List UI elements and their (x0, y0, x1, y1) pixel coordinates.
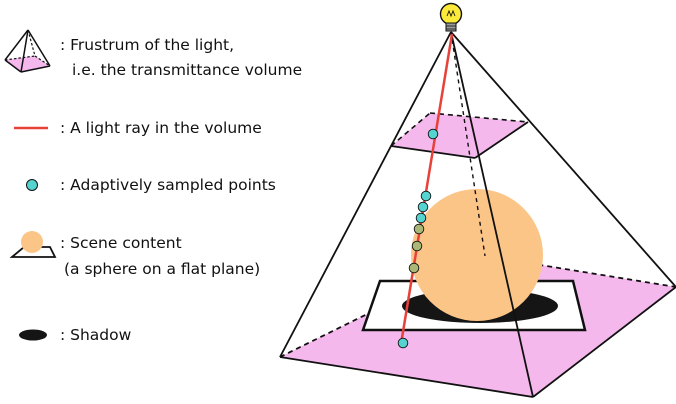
legend-frustum-line2: i.e. the transmittance volume (72, 61, 302, 79)
legend: : Frustrum of the light, i.e. the transm… (4, 29, 302, 344)
shadow-legend-icon (19, 329, 47, 341)
legend-points: : Adaptively sampled points (60, 176, 276, 194)
legend-frustum-line1: : Frustrum of the light, (60, 36, 234, 54)
legend-scene-line1: : Scene content (60, 234, 182, 252)
sample-point (397, 337, 409, 349)
sample-point (411, 240, 423, 252)
scene-legend-icon (9, 231, 57, 258)
light-frustum (279, 2, 676, 398)
sample-point (415, 212, 427, 224)
sample-point (427, 128, 439, 140)
frustum-edge-left (279, 31, 452, 358)
sample-point (408, 262, 420, 274)
sphere (411, 189, 543, 321)
legend-ray: : A light ray in the volume (60, 119, 262, 137)
frustum-edge-front (450, 31, 534, 398)
frustum-legend-icon (4, 29, 51, 73)
sample-point-legend-icon (26, 179, 38, 191)
lightbulb-icon (439, 2, 463, 32)
legend-shadow: : Shadow (60, 326, 132, 344)
sample-point (417, 201, 429, 213)
sample-point (420, 190, 432, 202)
frustum-edge-back (450, 31, 486, 257)
sample-point (413, 223, 425, 235)
frustum-edge-right (450, 31, 676, 288)
sample-points (397, 128, 439, 349)
frustum-icon-base (5, 56, 50, 72)
light-ray (399, 33, 454, 345)
near-plane (391, 113, 528, 158)
legend-scene-line2: (a sphere on a flat plane) (64, 260, 260, 278)
